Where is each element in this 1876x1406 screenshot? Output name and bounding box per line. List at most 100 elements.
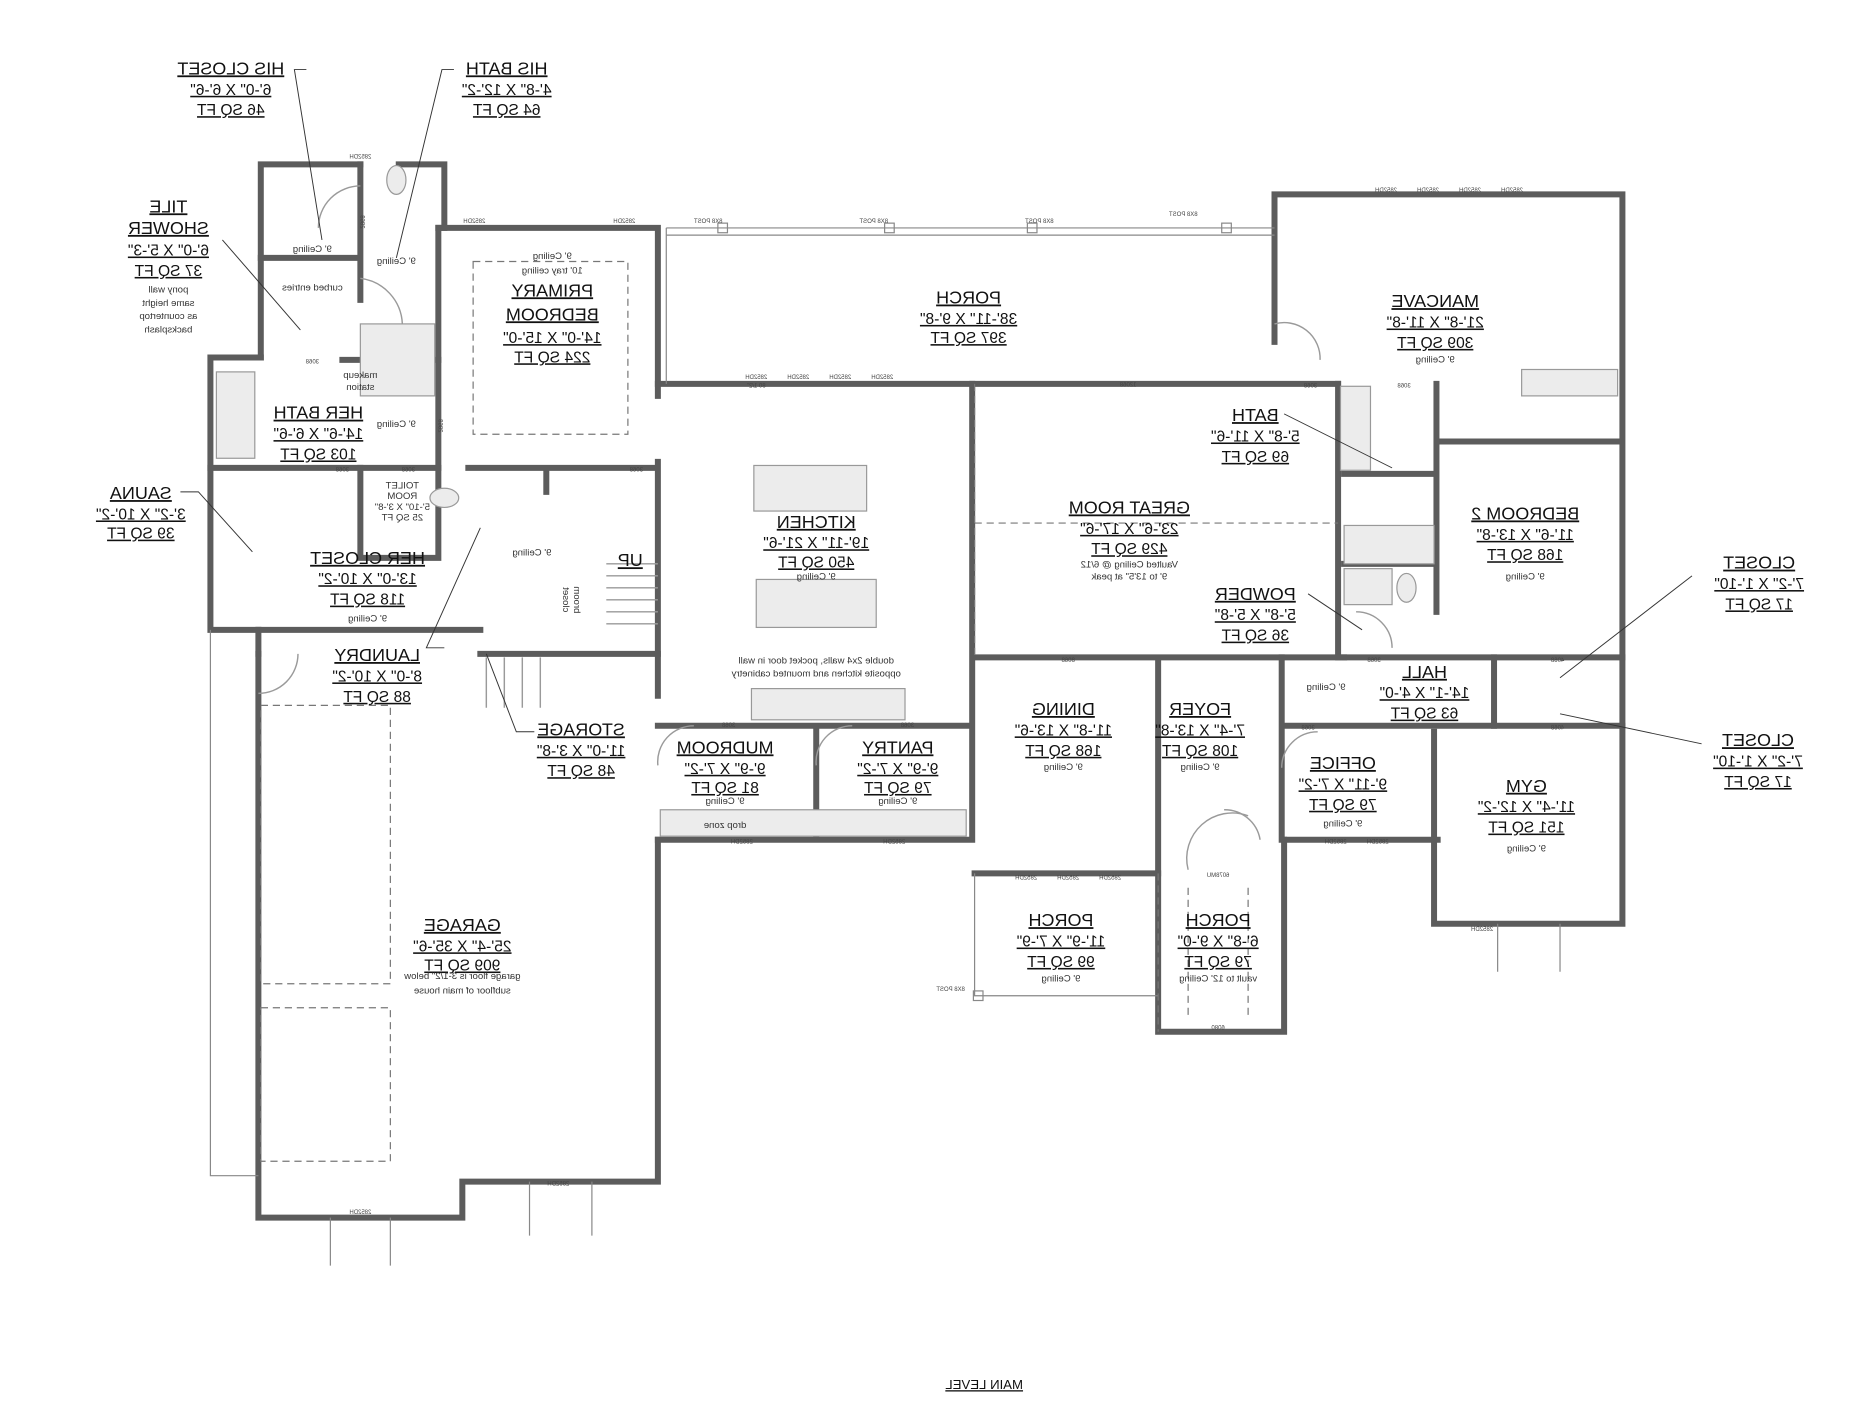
svg-text:9' Ceiling: 9' Ceiling — [878, 796, 917, 807]
svg-text:SAUNA: SAUNA — [110, 483, 172, 503]
broom-closet-label: broom closet — [560, 586, 582, 613]
room-label-kitchen: KITCHEN 19'-11" X 21'-6" 450 SQ FT 9' Ce… — [731, 512, 901, 680]
svg-text:9' Ceiling: 9' Ceiling — [533, 251, 572, 262]
room-label-closet-lower: CLOSET 7'-2" X 1'-10" 17 SQ FT — [1713, 730, 1803, 791]
svg-text:11'-0" X 3'-8": 11'-0" X 3'-8" — [537, 743, 626, 760]
svg-text:3'-2" X 10'-2": 3'-2" X 10'-2" — [96, 506, 186, 523]
room-label-tile-shower: TILE SHOWER 6'-0" X 5'-3" 37 SQ FT pony … — [128, 196, 209, 335]
svg-text:MAIN LEVEL: MAIN LEVEL — [945, 1377, 1023, 1392]
svg-text:79 SQ FT: 79 SQ FT — [864, 780, 932, 797]
svg-text:CLOSET: CLOSET — [1722, 730, 1794, 750]
svg-text:PORCH: PORCH — [936, 288, 1001, 308]
room-label-porch-rear: PORCH 38'-11" X 9'-8" 397 SQ FT — [920, 288, 1017, 348]
svg-text:4068: 4068 — [1550, 658, 1564, 664]
svg-text:37 SQ FT: 37 SQ FT — [134, 263, 202, 280]
makeup-station: makeup station — [343, 370, 377, 393]
drop-zone-bench — [659, 809, 967, 837]
svg-text:7'-2" X 1'-10": 7'-2" X 1'-10" — [1714, 576, 1804, 593]
kitchen-island — [753, 464, 868, 512]
svg-text:17 SQ FT: 17 SQ FT — [1724, 774, 1792, 791]
svg-text:9' Ceiling: 9' Ceiling — [1506, 571, 1545, 582]
svg-text:garage floor is 3-1/2" below: garage floor is 3-1/2" below — [404, 971, 520, 982]
svg-text:6'-0" X 6'-6": 6'-0" X 6'-6" — [190, 82, 271, 99]
svg-text:2852DH: 2852DH — [349, 154, 371, 160]
svg-text:MUDROOM: MUDROOM — [677, 737, 774, 757]
svg-text:PORCH: PORCH — [1186, 910, 1251, 930]
svg-text:9' Ceiling: 9' Ceiling — [706, 796, 745, 807]
svg-text:TOILET: TOILET — [386, 480, 420, 491]
svg-text:BATH: BATH — [1232, 405, 1279, 425]
svg-text:PRIMARY: PRIMARY — [511, 280, 593, 300]
svg-text:429 SQ FT: 429 SQ FT — [1091, 541, 1168, 558]
svg-text:8X8 POST: 8X8 POST — [1025, 219, 1054, 225]
svg-text:HER CLOSET: HER CLOSET — [310, 548, 425, 568]
svg-text:8X8 POST: 8X8 POST — [859, 219, 888, 225]
svg-text:3068: 3068 — [305, 359, 319, 365]
svg-text:2852DH: 2852DH — [349, 1210, 371, 1216]
svg-text:2852DH: 2852DH — [463, 219, 485, 225]
svg-text:9' Ceiling: 9' Ceiling — [377, 419, 416, 430]
svg-text:168 SQ FT: 168 SQ FT — [1025, 743, 1102, 760]
svg-text:4'-8" X 12'-2": 4'-8" X 12'-2" — [462, 82, 552, 99]
svg-text:9' to 13'5" at peak: 9' to 13'5" at peak — [1091, 571, 1167, 582]
garage-bay — [260, 1007, 391, 1162]
svg-text:9' Ceiling: 9' Ceiling — [348, 613, 387, 624]
dashed-outlines — [260, 260, 1339, 1162]
svg-text:station: station — [346, 382, 374, 393]
svg-text:drop zone: drop zone — [704, 820, 747, 831]
svg-text:ROOM: ROOM — [387, 491, 417, 502]
svg-text:MANCAVE: MANCAVE — [1391, 291, 1479, 311]
svg-text:HALL: HALL — [1402, 662, 1447, 682]
room-label-bedroom-2: BEDROOM 2 11'-6" X 13'-8" 168 SQ FT 9' C… — [1471, 503, 1579, 582]
svg-text:2852DH: 2852DH — [871, 375, 893, 381]
room-label-laundry: LAUNDRY 8'-0" X 10'-2" 88 SQ FT — [332, 645, 422, 706]
svg-text:8'-0" X 10'-2": 8'-0" X 10'-2" — [332, 668, 422, 685]
svg-text:21'-8" X 11'-8": 21'-8" X 11'-8" — [1387, 315, 1484, 332]
room-label-mudroom: MUDROOM 9'-9" X 7'-2" 81 SQ FT 9' Ceilin… — [677, 737, 774, 830]
vanity-icon — [359, 323, 436, 397]
svg-text:TILE: TILE — [149, 196, 187, 216]
svg-text:2852DH: 2852DH — [1015, 875, 1037, 881]
svg-text:909 SQ FT: 909 SQ FT — [424, 958, 501, 975]
room-label-foyer: FOYER 7'-4" X 13'-8" 108 SQ FT 9' Ceilin… — [1155, 699, 1245, 773]
svg-text:2852DH: 2852DH — [1325, 839, 1347, 845]
svg-text:9' Ceiling: 9' Ceiling — [377, 256, 416, 267]
svg-text:vault to 12' Ceiling: vault to 12' Ceiling — [1179, 973, 1257, 984]
room-label-pantry: PANTRY 9'-9" X 7'-2" 79 SQ FT 9' Ceiling — [857, 737, 938, 806]
svg-text:8X8 POST: 8X8 POST — [936, 987, 965, 993]
svg-text:2852DH: 2852DH — [547, 1181, 569, 1187]
svg-text:2852DH: 2852DH — [1057, 875, 1079, 881]
svg-text:80 1/2": 80 1/2" — [747, 383, 766, 389]
svg-text:63 SQ FT: 63 SQ FT — [1390, 706, 1458, 723]
svg-text:broom: broom — [571, 586, 582, 613]
svg-text:5'-8" X 5'-8": 5'-8" X 5'-8" — [1215, 607, 1296, 624]
svg-text:HIS BATH: HIS BATH — [466, 58, 548, 78]
svg-text:9' Ceiling: 9' Ceiling — [293, 244, 332, 255]
his-bath-ceiling: 9' Ceiling — [377, 256, 416, 267]
svg-text:HIS CLOSET: HIS CLOSET — [177, 58, 284, 78]
svg-text:GARAGE: GARAGE — [424, 915, 501, 935]
svg-text:9' Ceiling: 9' Ceiling — [1181, 762, 1220, 773]
svg-text:25'-4" X 35'-6": 25'-4" X 35'-6" — [413, 938, 511, 955]
svg-text:PORCH: PORCH — [1028, 910, 1093, 930]
svg-text:309 SQ FT: 309 SQ FT — [1397, 335, 1474, 352]
room-label-dining: DINING 11'-8" X 13'-6" 168 SQ FT 9' Ceil… — [1015, 699, 1112, 773]
svg-text:KITCHEN: KITCHEN — [777, 512, 856, 532]
sink-icon — [1343, 568, 1393, 606]
svg-text:81 SQ FT: 81 SQ FT — [691, 780, 759, 797]
curbed-entries-note: curbed entries — [282, 282, 343, 293]
svg-text:backsplash: backsplash — [144, 324, 192, 335]
toilet-icon — [1396, 572, 1417, 603]
svg-text:69 SQ FT: 69 SQ FT — [1221, 449, 1289, 466]
svg-text:6'-8" X 9'-0": 6'-8" X 9'-0" — [1178, 934, 1259, 951]
svg-text:118 SQ FT: 118 SQ FT — [330, 592, 406, 609]
room-label-great-room: GREAT ROOM 23'-6" X 17'-6" 429 SQ FT Vau… — [1069, 497, 1190, 582]
door-swings — [258, 185, 1393, 870]
fireplace-hearth — [1521, 368, 1619, 397]
leader-lines — [180, 69, 1702, 745]
post-icon — [1221, 222, 1232, 234]
svg-text:6078MU: 6078MU — [1207, 873, 1230, 879]
svg-text:9' Ceiling: 9' Ceiling — [1416, 354, 1455, 365]
svg-text:17 SQ FT: 17 SQ FT — [1725, 596, 1793, 613]
room-label-mancave: MANCAVE 21'-8" X 11'-8" 309 SQ FT 9' Cei… — [1387, 291, 1484, 365]
